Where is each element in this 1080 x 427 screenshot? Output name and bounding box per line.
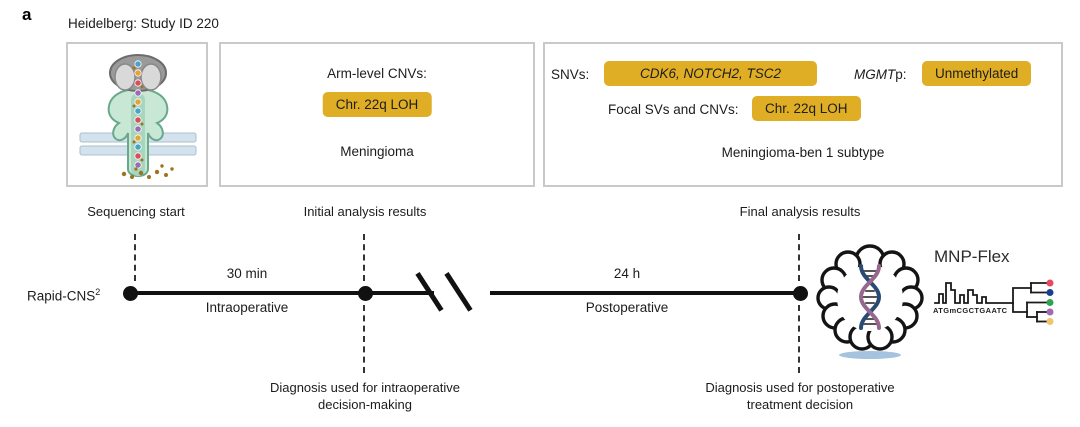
leaf-dot-purple xyxy=(1046,308,1054,316)
axis-break-slash-2 xyxy=(444,272,473,312)
brain-dna-icon xyxy=(816,244,924,359)
nucleotide-strand xyxy=(134,60,142,169)
dendrogram-branches xyxy=(1012,282,1048,323)
caption-postoperative-decision: Diagnosis used for postoperative treatme… xyxy=(705,380,895,412)
timeline-segment-intraoperative xyxy=(130,291,434,295)
focal-svs-label: Focal SVs and CNVs: xyxy=(608,102,739,117)
timeline-segment-postoperative xyxy=(490,291,800,295)
dashed-line-final-bottom xyxy=(798,305,800,373)
phase-postoperative: Postoperative xyxy=(585,300,669,315)
leaf-dot-yellow xyxy=(1046,318,1054,325)
duration-24h: 24 h xyxy=(613,266,641,281)
timeline-dot-final-results xyxy=(792,285,808,301)
mnp-flex-title: MNP-Flex xyxy=(934,247,1010,266)
timeline-track-label: Rapid-CNS2 xyxy=(27,287,101,304)
mgmt-label-suffix: p: xyxy=(895,67,907,82)
leaf-dot-blue xyxy=(1046,289,1054,296)
snvs-genes-chip: CDK6, NOTCH2, TSC2 xyxy=(604,61,817,86)
focal-chr22q-chip: Chr. 22q LOH xyxy=(752,96,861,121)
dashed-line-sequencing-start xyxy=(134,234,136,281)
dendrogram-leaf-dots xyxy=(1046,279,1054,325)
milestone-sequencing-start: Sequencing start xyxy=(87,204,185,219)
brain-shadow xyxy=(839,351,901,359)
nanopore-sequencing-icon xyxy=(79,54,197,179)
milestone-final-results: Final analysis results xyxy=(739,204,861,219)
leaf-dot-red xyxy=(1046,279,1054,287)
final-results-box: SNVs: CDK6, NOTCH2, TSC2 MGMTp: Unmethyl… xyxy=(543,42,1063,187)
initial-results-box: Arm-level CNVs: Chr. 22q LOH Meningioma xyxy=(219,42,535,187)
mgmt-label: MGMTp: xyxy=(854,67,907,82)
superscript-2: 2 xyxy=(95,287,101,297)
dashed-line-final-top xyxy=(798,234,800,281)
sequencing-box xyxy=(66,42,208,187)
signal-trace-icon xyxy=(934,282,1014,304)
phase-intraoperative: Intraoperative xyxy=(205,300,289,315)
snvs-label: SNVs: xyxy=(551,67,590,82)
dashed-line-initial-bottom xyxy=(363,305,365,373)
final-diagnosis: Meningioma-ben 1 subtype xyxy=(721,145,885,160)
caption-intraoperative-decision: Diagnosis used for intraoperative decisi… xyxy=(269,380,461,412)
scattered-nucleotides xyxy=(121,164,174,179)
leaf-dot-green xyxy=(1046,299,1054,306)
arm-level-cnv-label: Arm-level CNVs: xyxy=(327,66,427,81)
timeline-dot-sequencing-start xyxy=(122,285,138,301)
mgmt-status-chip: Unmethylated xyxy=(922,61,1032,86)
panel-label: a xyxy=(22,5,32,24)
small-nucleotide-dots xyxy=(132,66,144,162)
timeline-dot-initial-results xyxy=(357,285,373,301)
duration-30min: 30 min xyxy=(226,266,268,281)
methylation-dendrogram-icon xyxy=(934,279,1054,325)
dashed-line-initial-top xyxy=(363,234,365,281)
dna-helix-icon xyxy=(858,264,882,330)
mgmt-gene-name: MGMT xyxy=(854,67,896,82)
methylated-sequence-text: ATGmCGCTGAATC xyxy=(933,306,1008,315)
chr22q-loh-chip: Chr. 22q LOH xyxy=(322,92,432,117)
study-header: Heidelberg: Study ID 220 xyxy=(68,16,219,31)
initial-diagnosis: Meningioma xyxy=(340,144,414,159)
milestone-initial-results: Initial analysis results xyxy=(303,204,427,219)
